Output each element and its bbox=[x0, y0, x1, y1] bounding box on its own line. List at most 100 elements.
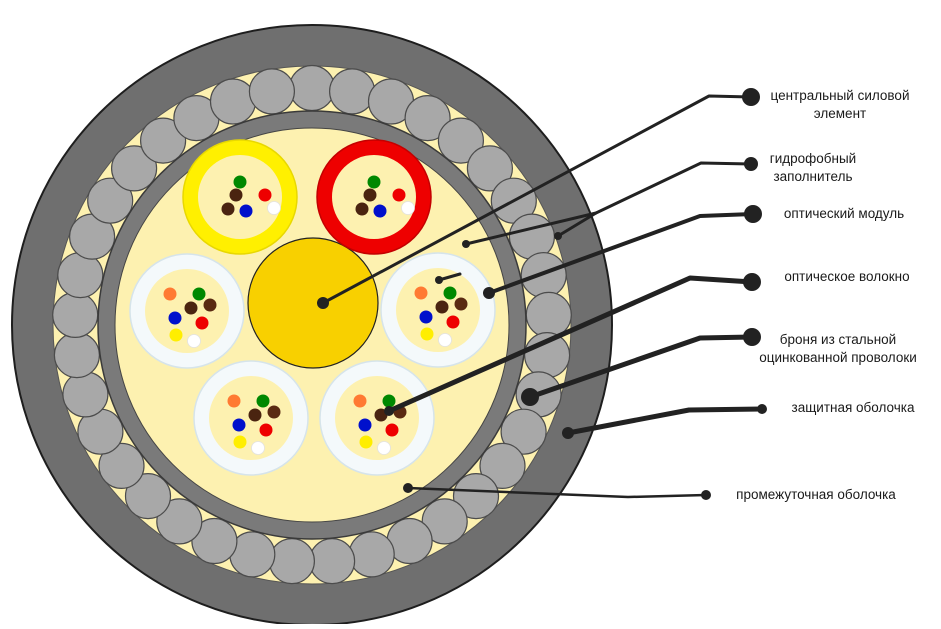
optical-fiber bbox=[163, 287, 177, 301]
leader-intermediate-sheath bbox=[403, 483, 711, 500]
optical-module bbox=[319, 360, 435, 476]
leader-end-dot bbox=[743, 273, 761, 291]
optical-fiber bbox=[446, 315, 460, 329]
armor-wire bbox=[209, 78, 257, 125]
armor-wire bbox=[421, 498, 468, 545]
optical-fiber bbox=[392, 188, 406, 202]
optical-fiber bbox=[267, 405, 281, 419]
armor-wire bbox=[348, 531, 395, 578]
leader-end-dot bbox=[757, 404, 767, 414]
armor-wire bbox=[52, 291, 99, 338]
leader-start-dot bbox=[403, 483, 413, 493]
label-hydrophobic-filler-line1: гидрофобный bbox=[769, 151, 857, 166]
armor-wire bbox=[452, 473, 500, 520]
optical-fiber bbox=[358, 418, 372, 432]
leader-hydrophobic-filler-branch bbox=[554, 211, 598, 240]
optical-fiber bbox=[267, 201, 281, 215]
leader-start-dot bbox=[483, 287, 495, 299]
leader-start-dot bbox=[562, 427, 574, 439]
leader-line bbox=[406, 486, 708, 499]
leader-outer-sheath bbox=[562, 404, 767, 439]
optical-fiber bbox=[420, 327, 434, 341]
leader-line bbox=[386, 275, 755, 414]
armor-wire bbox=[87, 177, 134, 224]
leader-line bbox=[527, 334, 755, 400]
armor-wire bbox=[268, 537, 315, 585]
optical-fiber bbox=[373, 204, 387, 218]
central-strength-member bbox=[247, 237, 379, 369]
leader-armor bbox=[521, 328, 761, 406]
optical-fiber bbox=[419, 310, 433, 324]
optical-fiber bbox=[454, 297, 468, 311]
leader-end-dot bbox=[743, 328, 761, 346]
armor-wire bbox=[156, 498, 203, 545]
optical-fiber bbox=[353, 394, 367, 408]
optical-fiber bbox=[187, 334, 201, 348]
armor-wire bbox=[437, 117, 484, 164]
armor-wire bbox=[62, 371, 109, 418]
optical-fiber bbox=[385, 423, 399, 437]
label-optical-fiber: оптическое волокно bbox=[770, 268, 924, 286]
armor-wire bbox=[479, 442, 526, 489]
optical-module bbox=[316, 139, 432, 255]
optical-fiber bbox=[192, 287, 206, 301]
leader-start-dot bbox=[384, 406, 394, 416]
armor-wire bbox=[466, 145, 513, 192]
armor-wire bbox=[288, 64, 336, 112]
leader-optical-fiber bbox=[435, 272, 462, 284]
leader-line bbox=[464, 161, 753, 246]
leader-start-dot bbox=[462, 240, 470, 248]
optical-fiber bbox=[195, 316, 209, 330]
leader-optical-fiber-main bbox=[384, 273, 761, 416]
optical-fiber bbox=[414, 286, 428, 300]
optical-fiber bbox=[259, 423, 273, 437]
label-hydrophobic-filler-line2: заполнитель bbox=[773, 169, 853, 184]
leader-end-dot bbox=[744, 205, 762, 223]
armor-wire bbox=[191, 517, 238, 565]
optical-fiber bbox=[359, 435, 373, 449]
label-optical-module-text: оптический модуль bbox=[783, 206, 905, 221]
leader-line bbox=[321, 94, 753, 305]
label-outer-sheath-text: защитная оболочка bbox=[791, 400, 915, 415]
label-optical-module: оптический модуль bbox=[770, 205, 918, 223]
leader-central-strength-member bbox=[317, 88, 760, 309]
optical-module bbox=[129, 253, 245, 369]
label-central-strength-member-line1: центральный силовой bbox=[770, 88, 910, 103]
armor-wire bbox=[525, 291, 572, 338]
leader-line bbox=[487, 212, 755, 295]
label-intermediate-sheath-text: промежуточная оболочка bbox=[736, 487, 896, 502]
leader-end-dot bbox=[744, 157, 758, 171]
label-hydrophobic-filler: гидрофобный заполнитель bbox=[764, 150, 862, 186]
optical-fiber bbox=[203, 298, 217, 312]
optical-fiber bbox=[232, 418, 246, 432]
armor-wire bbox=[53, 332, 101, 379]
optical-fiber bbox=[438, 333, 452, 347]
leader-end-dot bbox=[742, 88, 760, 106]
label-optical-fiber-text: оптическое волокно bbox=[784, 269, 910, 284]
optical-fiber bbox=[168, 311, 182, 325]
label-intermediate-sheath: промежуточная оболочка bbox=[718, 486, 914, 504]
leader-start-dot bbox=[317, 297, 329, 309]
armor-wire bbox=[98, 442, 145, 489]
leader-hydrophobic-filler bbox=[462, 157, 758, 248]
optical-fiber bbox=[258, 188, 272, 202]
optical-fiber bbox=[233, 435, 247, 449]
optical-fiber bbox=[367, 175, 381, 189]
armor-wire bbox=[404, 94, 451, 142]
armor-wire bbox=[500, 408, 547, 455]
optical-fiber bbox=[227, 394, 241, 408]
label-outer-sheath: защитная оболочка bbox=[778, 399, 928, 417]
optical-fiber bbox=[377, 441, 391, 455]
label-armor-line2: оцинкованной проволоки bbox=[759, 350, 917, 365]
armor-wire bbox=[140, 117, 187, 164]
optical-fiber bbox=[382, 394, 396, 408]
armor-wire bbox=[309, 537, 356, 585]
label-armor: броня из стальной оцинкованной проволоки bbox=[740, 331, 936, 367]
optical-module bbox=[182, 139, 298, 255]
optical-fiber bbox=[443, 286, 457, 300]
optical-fiber bbox=[355, 202, 369, 216]
optical-fiber bbox=[229, 188, 243, 202]
leader-line bbox=[565, 406, 765, 436]
armor-wires-group bbox=[52, 64, 572, 585]
